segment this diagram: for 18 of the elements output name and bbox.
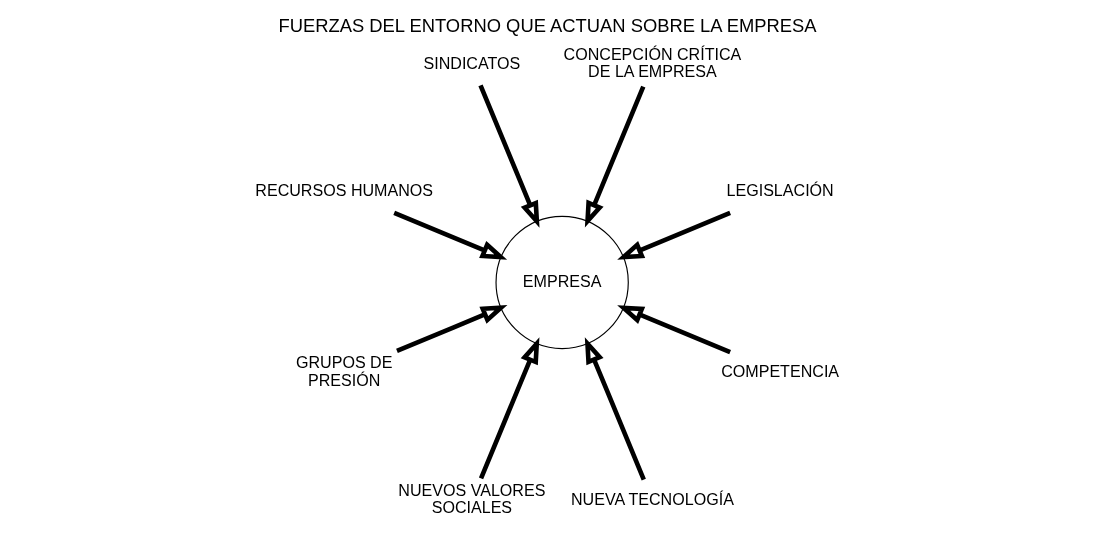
node-text: GRUPOS DE PRESIÓN [295, 353, 392, 389]
arrow [616, 210, 731, 260]
arrow [395, 305, 507, 353]
arrow [584, 337, 646, 481]
node-text: LEGISLACIÓN [726, 181, 834, 200]
diagram-title: FUERZAS DEL ENTORNO QUE ACTUAN SOBRE LA EMPRESA [277, 15, 817, 37]
node-text: CONCEPCIÓN CRÍTICA DE LA EMPRESA [563, 45, 741, 81]
arrow [584, 85, 645, 228]
arrow [616, 305, 731, 355]
node-text: RECURSOS HUMANOS [254, 181, 433, 200]
arrow [392, 210, 507, 260]
node-text: SINDICATOS [422, 53, 520, 72]
arrow [477, 84, 539, 228]
node-text: NUEVOS VALORES SOCIALES [397, 481, 545, 517]
arrow [478, 337, 539, 480]
node-text: COMPETENCIA [720, 361, 839, 380]
node-text: NUEVA TECNOLOGÍA [570, 489, 734, 508]
node-circle: EMPRESA [494, 215, 629, 350]
